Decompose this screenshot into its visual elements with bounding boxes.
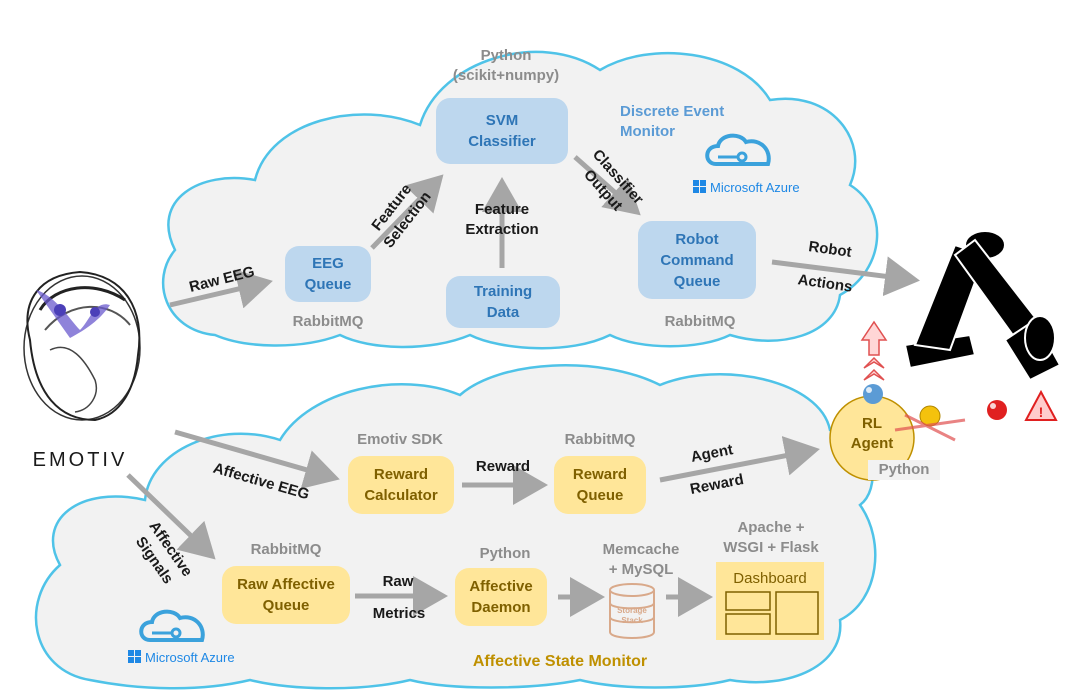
- rl-agent-python-label: Python: [868, 460, 940, 480]
- blue-sphere-icon: [863, 384, 883, 404]
- apache-wsgi-flask-label: Apache + WSGI + Flask: [723, 519, 819, 556]
- raw-eeg-arrow: [169, 269, 273, 309]
- azure-cloud-icon-top: [705, 133, 771, 166]
- affective-eeg-arrow: [174, 429, 340, 489]
- classifier-output-arrow: [573, 155, 641, 216]
- robot-arm-icon: [903, 230, 1062, 382]
- storage-stack-icon: [609, 583, 655, 639]
- svm-classifier-node: SVM Classifier: [436, 98, 568, 164]
- windows-logo-top: [693, 180, 706, 193]
- reward-label: Reward: [475, 458, 531, 475]
- affective-signals-arrow: [126, 473, 216, 560]
- azure-label-top: Microsoft Azure: [710, 180, 800, 195]
- reward-queue-node: Reward Queue: [554, 456, 646, 514]
- dashboard-panel: [716, 562, 824, 640]
- rabbitmq-reward-label: RabbitMQ: [564, 431, 636, 448]
- raw-affective-queue-node: Raw Affective Queue: [222, 566, 350, 624]
- up-arrow-icon: [860, 320, 888, 381]
- python-daemon-label: Python: [479, 545, 531, 562]
- rabbitmq-raw-label: RabbitMQ: [250, 541, 322, 558]
- rabbitmq-robot-label: RabbitMQ: [664, 313, 736, 330]
- feature-extraction-label: Feature Extraction: [465, 201, 539, 238]
- eeg-queue-node: EEG Queue: [285, 246, 371, 302]
- affective-daemon-node: Affective Daemon: [455, 568, 547, 626]
- discrete-event-monitor-label: Discrete Event Monitor: [620, 103, 725, 140]
- python-scikit-label: Python (scikit+numpy): [452, 47, 560, 84]
- feature-selection-arrow: [370, 174, 444, 250]
- azure-cloud-icon-bottom: [139, 609, 205, 642]
- metrics-label: Metrics: [372, 605, 426, 622]
- dashboard-label: Dashboard: [733, 570, 807, 587]
- azure-label-bottom: Microsoft Azure: [145, 650, 235, 665]
- crossing-arrows-icon: [894, 413, 966, 442]
- emotiv-headset-portrait: [23, 270, 141, 422]
- svg-text:!: !: [1039, 404, 1044, 420]
- training-data-node: Training Data: [446, 276, 560, 328]
- raw-label: Raw: [382, 573, 414, 590]
- robot-actions-arrow: [771, 256, 920, 297]
- robot-command-queue-node: Robot Command Queue: [638, 221, 756, 299]
- storage-stack-label: Storage Stack: [617, 606, 647, 625]
- emotiv-brand-label: EMOTIV: [32, 449, 128, 471]
- rl-agent-label: RL Agent: [850, 415, 894, 452]
- affective-state-monitor-title: Affective State Monitor: [472, 653, 648, 670]
- red-sphere-icon: [987, 400, 1007, 420]
- memcache-mysql-label: Memcache + MySQL: [602, 541, 680, 578]
- warning-icon: !: [1024, 389, 1058, 421]
- rabbitmq-eeg-label: RabbitMQ: [292, 313, 364, 330]
- agent-reward-arrow: [659, 436, 820, 483]
- emotiv-sdk-label: Emotiv SDK: [357, 431, 443, 448]
- windows-logo-bottom: [128, 650, 141, 663]
- reward-calculator-node: Reward Calculator: [348, 456, 454, 514]
